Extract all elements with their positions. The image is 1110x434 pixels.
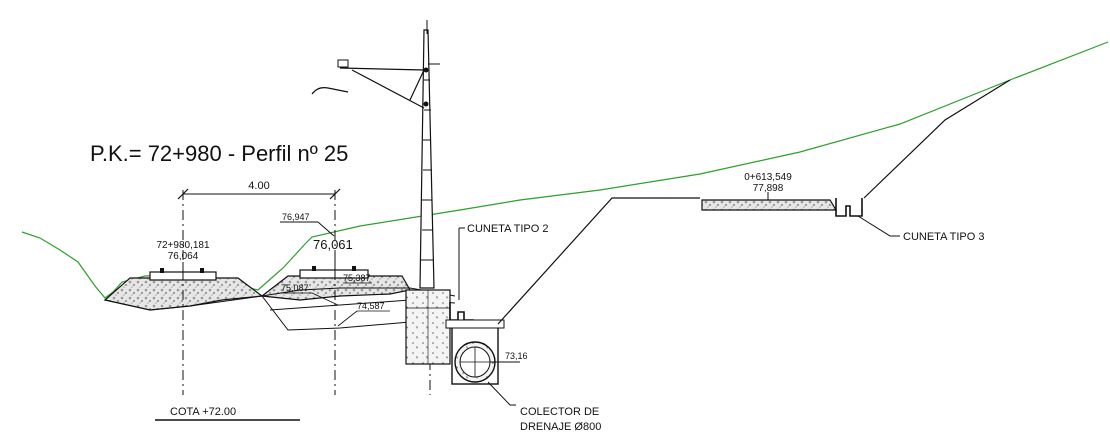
level-74-587: 74,587 <box>357 301 385 311</box>
right-sleeper <box>299 269 369 279</box>
road-level: 77,898 <box>753 183 784 194</box>
cut-slope-right <box>863 79 1011 199</box>
collector-label-2: DRENAJE Ø800 <box>520 421 601 433</box>
cota-label: COTA +72.00 <box>170 406 236 418</box>
right-track-level-top: 76,947 <box>282 212 310 222</box>
collector-level-text: 73,16 <box>505 351 528 361</box>
cuneta-2-label: CUNETA TIPO 2 <box>467 223 549 235</box>
dimension-text: 4.00 <box>248 180 269 192</box>
cuneta-tipo-3 <box>835 198 863 217</box>
road-pavement <box>701 199 838 211</box>
terrain-line <box>21 41 1109 299</box>
catenary-mast <box>419 29 435 289</box>
left-track-level: 76,064 <box>168 251 199 262</box>
level-75-087: 75,087 <box>281 283 309 293</box>
left-track-pk: 72+980,181 <box>156 240 210 251</box>
cut-slope-left <box>497 197 700 325</box>
cantilever-arm <box>339 67 425 101</box>
collector-label-1: COLECTOR DE <box>520 406 599 418</box>
cuneta-3-label: CUNETA TIPO 3 <box>903 231 985 243</box>
level-75-387: 75,387 <box>343 273 371 283</box>
road-pk: 0+613,549 <box>744 172 792 183</box>
right-track-level-main: 76,061 <box>313 237 353 252</box>
profile-title: P.K.= 72+980 - Perfil nº 25 <box>90 141 348 166</box>
cuneta-tipo-2 <box>449 302 474 321</box>
